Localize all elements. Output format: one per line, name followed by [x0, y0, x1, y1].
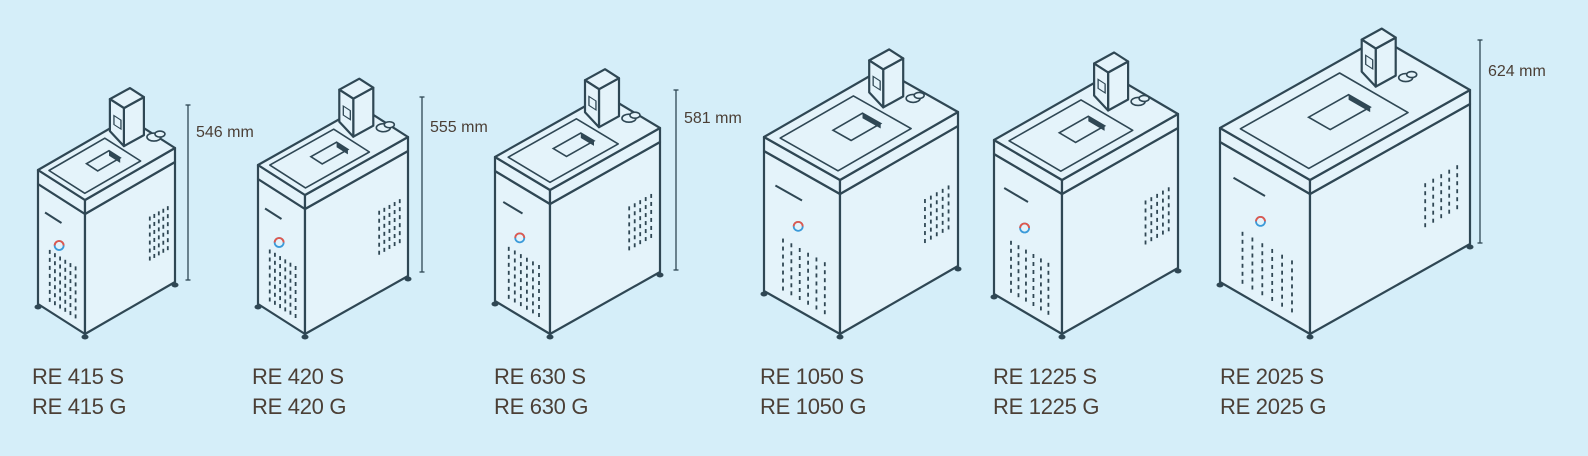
- unit-illustration-re-420: [254, 77, 425, 340]
- controller-display: [872, 75, 881, 92]
- brand-logo-icon: [1019, 222, 1030, 229]
- height-label-re-630: 581 mm: [684, 110, 742, 127]
- controller-display: [113, 114, 122, 131]
- pump-connector: [383, 120, 396, 129]
- model-plate: [774, 184, 803, 202]
- height-label-re-415: 546 mm: [196, 124, 254, 141]
- brand-logo-icon: [273, 237, 285, 243]
- lid-handle-shadow: [336, 142, 348, 155]
- brand-logo-icon: [792, 220, 804, 227]
- unit-illustration-re-415: [34, 86, 191, 340]
- lid-handle-shadow: [580, 133, 594, 146]
- model-plate: [1232, 176, 1266, 197]
- brand-logo-icon: [53, 240, 65, 246]
- unit-illustration-re-2025: [1216, 27, 1483, 340]
- lid-handle-shadow: [109, 150, 121, 163]
- height-label-re-420: 555 mm: [430, 119, 488, 136]
- unit-illustration-re-1225: [990, 51, 1182, 340]
- controller-display: [588, 95, 597, 112]
- foot: [1058, 334, 1066, 340]
- controller-display: [342, 105, 351, 121]
- model-plate: [1003, 187, 1029, 203]
- foot: [1306, 334, 1314, 340]
- brand-logo-icon: [1255, 216, 1266, 222]
- foot: [836, 334, 844, 340]
- height-label-re-2025: 624 mm: [1488, 63, 1546, 80]
- model-plate: [264, 207, 283, 220]
- model-plate: [502, 201, 524, 215]
- pump-connector: [629, 111, 641, 120]
- lid-handle-shadow: [1348, 94, 1371, 113]
- foot: [301, 334, 309, 340]
- unit-illustration-re-1050: [760, 48, 962, 340]
- lid-handle-shadow: [862, 113, 881, 129]
- brand-logo-icon: [514, 232, 526, 239]
- foot: [81, 334, 89, 340]
- pump-connector: [913, 91, 925, 100]
- pump-connector: [1405, 70, 1418, 79]
- controller-display: [1097, 78, 1106, 94]
- controller-display: [1365, 54, 1374, 70]
- pump-connector: [1138, 94, 1150, 103]
- unit-illustration-re-630: [491, 68, 679, 340]
- lid-handle-shadow: [1088, 116, 1105, 131]
- pump-connector: [154, 130, 166, 138]
- model-plate: [44, 211, 63, 224]
- foot: [546, 334, 554, 340]
